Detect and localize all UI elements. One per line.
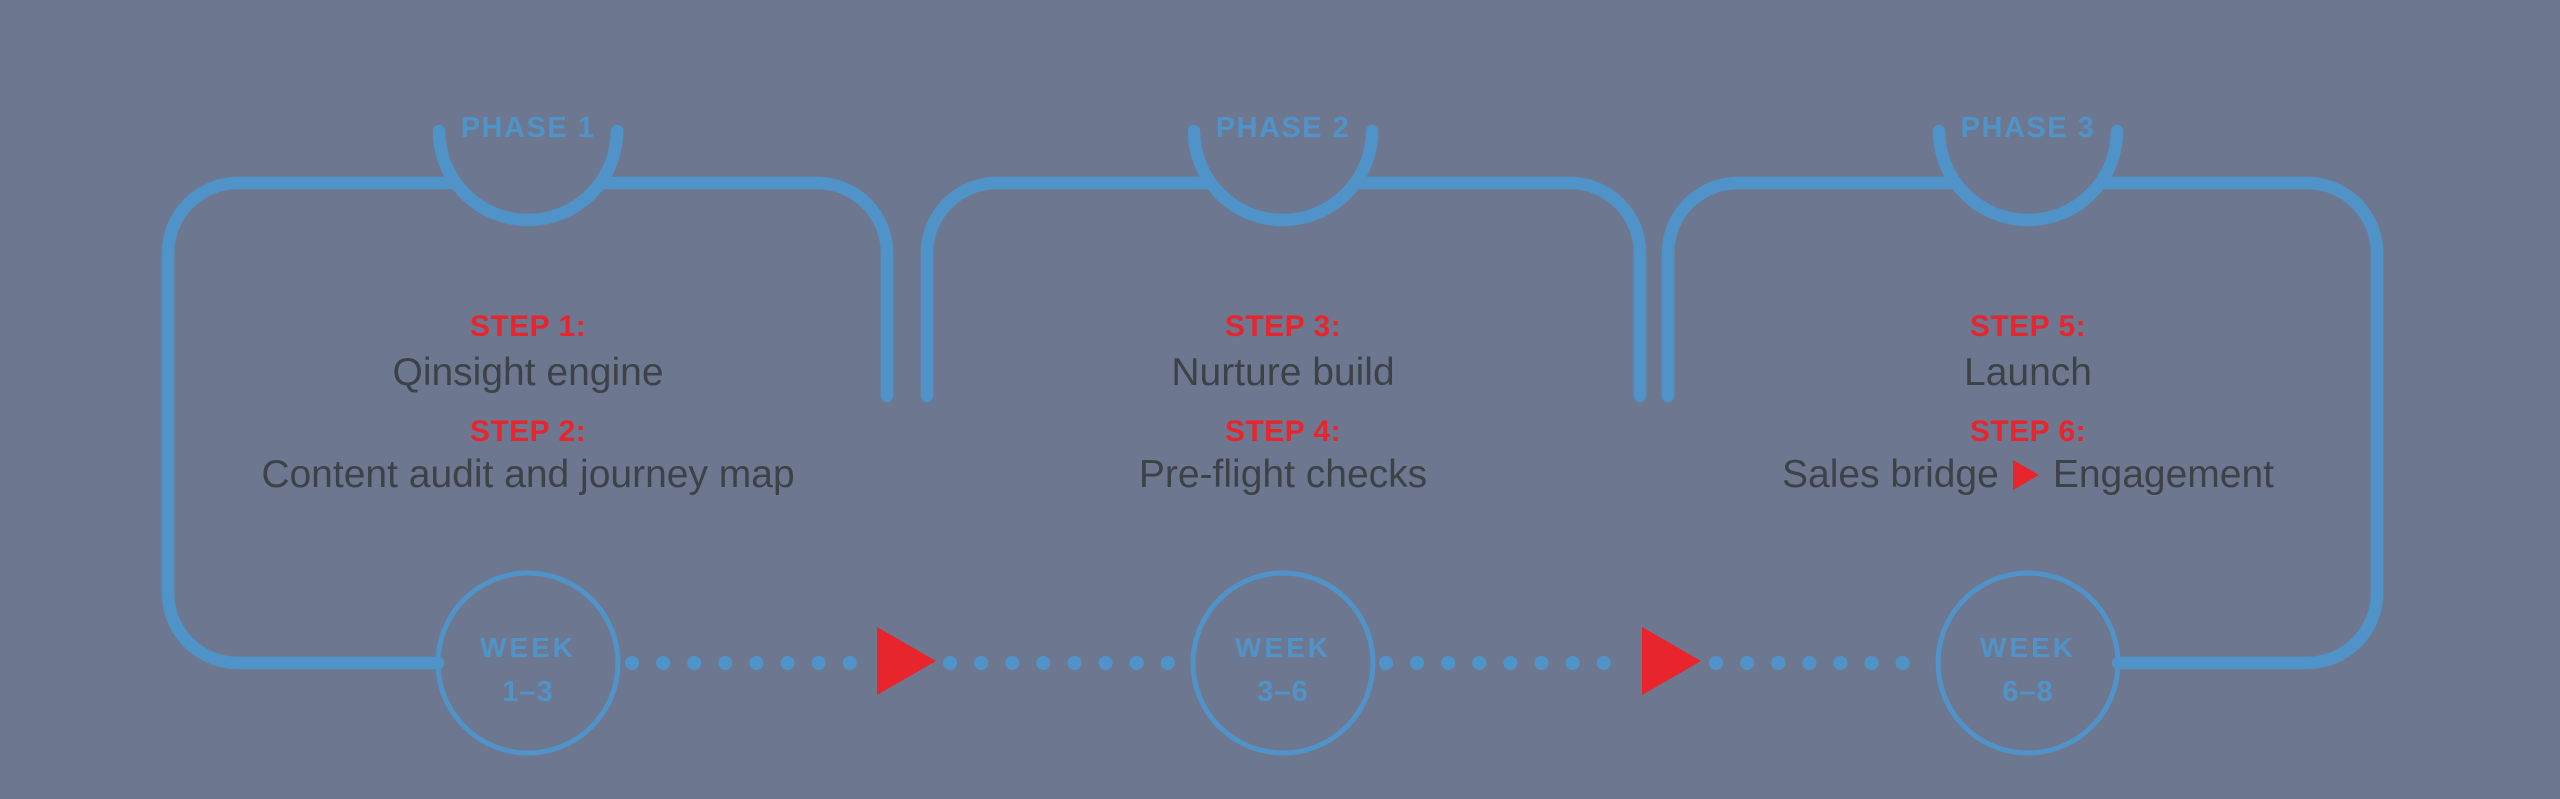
phase-2-box-left bbox=[920, 176, 1216, 403]
week-2-range: 3–6 bbox=[1257, 676, 1309, 708]
week-circle-2 bbox=[1190, 570, 1376, 756]
step-4-body: Pre-flight checks bbox=[1138, 453, 1428, 496]
phase-2-label: PHASE 2 bbox=[1215, 112, 1351, 144]
phase-2-notch-arc bbox=[1187, 124, 1379, 227]
step-4-heading: STEP 4: bbox=[1224, 415, 1342, 448]
step-5-heading: STEP 5: bbox=[1969, 310, 2087, 343]
step-1-heading: STEP 1: bbox=[469, 310, 587, 343]
step-6-body: Sales bridge Engagement bbox=[1782, 453, 2274, 497]
step-3-body: Nurture build bbox=[1171, 351, 1395, 394]
arrow-icon-2 bbox=[1642, 627, 1701, 695]
phase-2-box-right bbox=[1350, 176, 1647, 403]
week-1-label: WEEK bbox=[480, 632, 576, 663]
week-circles bbox=[435, 570, 2121, 756]
week-1-range: 1–3 bbox=[502, 676, 554, 708]
step-2-heading: STEP 2: bbox=[469, 415, 587, 448]
week-3-range: 6–8 bbox=[2002, 676, 2054, 708]
phase-1-box-right bbox=[595, 176, 894, 403]
timeline-arrows bbox=[877, 627, 1701, 695]
step-6-heading: STEP 6: bbox=[1969, 415, 2087, 448]
step-2-body: Content audit and journey map bbox=[261, 453, 795, 496]
step-5-body: Launch bbox=[1964, 351, 2092, 394]
phase-3-label: PHASE 3 bbox=[1960, 112, 2096, 144]
phase-1-notch-arc bbox=[432, 124, 624, 227]
step-1-body: Qinsight engine bbox=[392, 351, 664, 394]
phase-1-label: PHASE 1 bbox=[460, 112, 596, 144]
phase-3-notch-arc bbox=[1932, 124, 2124, 227]
phase-3-box-right bbox=[2095, 176, 2384, 670]
week-2-label: WEEK bbox=[1235, 632, 1331, 663]
week-circle-3 bbox=[1935, 570, 2121, 756]
arrow-icon-1 bbox=[877, 627, 936, 695]
step-3-heading: STEP 3: bbox=[1224, 310, 1342, 343]
week-circle-1 bbox=[435, 570, 621, 756]
phase-3-box-left bbox=[1661, 176, 1961, 403]
step-6-body-left: Sales bridge bbox=[1782, 453, 1999, 496]
phase-box-outlines bbox=[161, 124, 2384, 670]
week-3-label: WEEK bbox=[1980, 632, 2076, 663]
step-6-body-right: Engagement bbox=[2052, 453, 2274, 496]
red-play-arrow-icon bbox=[2012, 460, 2039, 490]
phase-1-box-left bbox=[161, 176, 461, 670]
